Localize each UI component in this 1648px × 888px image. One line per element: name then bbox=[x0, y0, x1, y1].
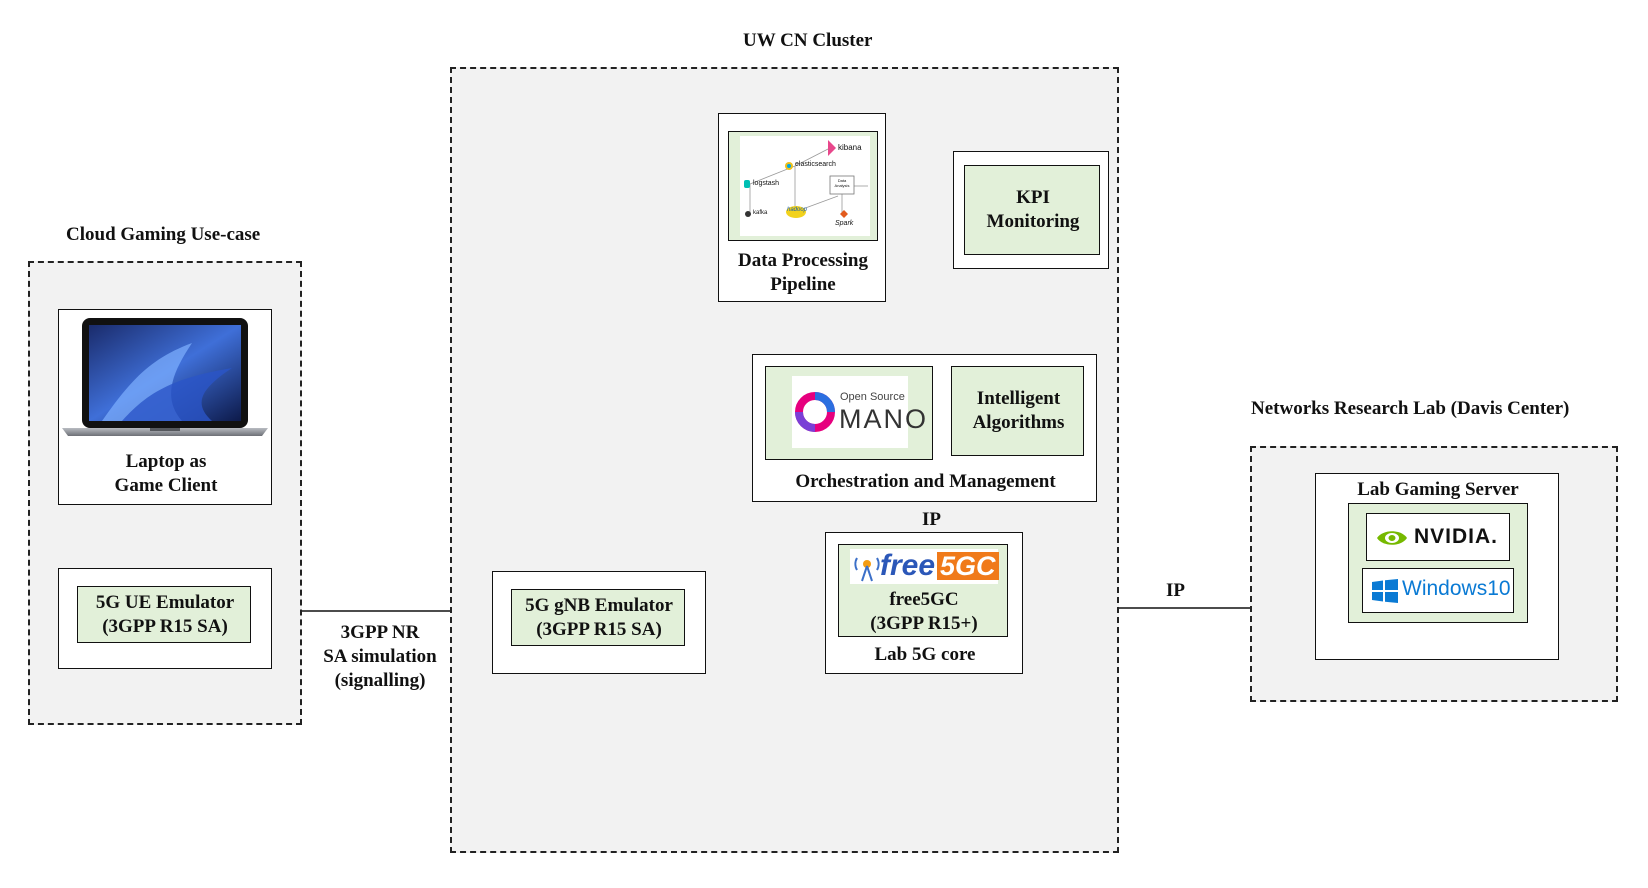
windows-text: Windows10 bbox=[1402, 577, 1511, 600]
algorithms-line1: Intelligent bbox=[976, 388, 1061, 409]
orchestration-box: Open Source MANO Intelligent Algorithms … bbox=[752, 354, 1097, 502]
kpi-box: KPI Monitoring bbox=[953, 151, 1109, 269]
ue-emulator-inner: 5G UE Emulator (3GPP R15 SA) bbox=[77, 586, 251, 643]
ue-emulator-line1: 5G UE Emulator bbox=[95, 592, 235, 613]
kibana-logo: kibana bbox=[838, 143, 862, 152]
mano-logo-tile: Open Source MANO bbox=[792, 376, 926, 448]
pipeline-box: kibana elasticsearch logstash kafka hado… bbox=[718, 113, 886, 302]
pipeline-label-line1: Data Processing bbox=[738, 250, 868, 271]
free5gc-logo-tile: free 5GC bbox=[850, 549, 999, 584]
region-title-uw-cluster: UW CN Cluster bbox=[743, 30, 873, 51]
windows-logo-tile: Windows10 bbox=[1362, 568, 1514, 613]
gnb-emulator-box: 5G gNB Emulator (3GPP R15 SA) bbox=[492, 571, 706, 674]
gnb-emulator-line1: 5G gNB Emulator bbox=[525, 595, 673, 616]
core-inner: free 5GC free5GC (3GPP R15+) bbox=[838, 544, 1008, 637]
algorithms-line2: Algorithms bbox=[972, 412, 1065, 433]
ue-emulator-box: 5G UE Emulator (3GPP R15 SA) bbox=[58, 568, 272, 669]
kpi-label-line2: Monitoring bbox=[986, 211, 1080, 232]
nvidia-text: NVIDIA. bbox=[1414, 525, 1499, 548]
link-label-line3: (signalling) bbox=[334, 670, 426, 691]
ue-emulator-line2: (3GPP R15 SA) bbox=[102, 616, 228, 637]
kpi-inner: KPI Monitoring bbox=[964, 165, 1100, 255]
free5gc-logo-5gc: 5GC bbox=[937, 552, 999, 580]
pipeline-logo-tile: kibana elasticsearch logstash kafka hado… bbox=[740, 136, 870, 236]
region-title-cloud-gaming: Cloud Gaming Use-case bbox=[66, 224, 261, 245]
mano-text: MANO bbox=[839, 404, 928, 434]
laptop-icon bbox=[62, 318, 268, 436]
pipeline-flow-icon bbox=[744, 140, 868, 218]
free5gc-logo-free: free bbox=[880, 549, 936, 582]
laptop-box: Laptop as Game Client bbox=[58, 309, 272, 505]
spark-logo: Spark bbox=[835, 220, 854, 227]
windows-icon bbox=[1372, 579, 1398, 603]
lab-server-box: Lab Gaming Server NVIDIA. Windows10 bbox=[1315, 473, 1559, 660]
core-caption: Lab 5G core bbox=[874, 644, 976, 665]
core-box: free 5GC free5GC (3GPP R15+) Lab 5G core bbox=[825, 532, 1023, 674]
core-line1: free5GC bbox=[889, 589, 959, 610]
kpi-label-line1: KPI bbox=[1016, 187, 1050, 208]
gnb-emulator-inner: 5G gNB Emulator (3GPP R15 SA) bbox=[511, 589, 685, 646]
nvidia-logo-tile: NVIDIA. bbox=[1366, 513, 1510, 561]
lab-server-title: Lab Gaming Server bbox=[1357, 479, 1519, 500]
link-label-line1: 3GPP NR bbox=[340, 622, 420, 643]
elasticsearch-logo: elasticsearch bbox=[795, 161, 836, 168]
pipeline-logo-frame: kibana elasticsearch logstash kafka hado… bbox=[728, 131, 878, 241]
kafka-logo: kafka bbox=[753, 210, 768, 216]
osm-logo-icon bbox=[795, 392, 835, 432]
lab-server-inner: NVIDIA. Windows10 bbox=[1348, 503, 1528, 623]
logstash-logo: logstash bbox=[753, 180, 780, 187]
gnb-emulator-line2: (3GPP R15 SA) bbox=[536, 619, 662, 640]
core-line2: (3GPP R15+) bbox=[870, 613, 978, 634]
nvidia-eye-icon bbox=[1377, 531, 1407, 545]
hadoop-logo: hadoop bbox=[787, 207, 808, 213]
ip-label-horizontal: IP bbox=[1166, 580, 1185, 601]
algorithms-inner: Intelligent Algorithms bbox=[951, 366, 1084, 456]
laptop-label-line2: Game Client bbox=[114, 475, 218, 496]
orchestration-title: Orchestration and Management bbox=[795, 471, 1056, 492]
mano-frame: Open Source MANO bbox=[765, 366, 933, 460]
link-label-line2: SA simulation bbox=[323, 646, 437, 667]
pipeline-label-line2: Pipeline bbox=[770, 274, 836, 295]
region-title-networks-lab: Networks Research Lab (Davis Center) bbox=[1251, 398, 1570, 419]
mano-open-source-text: Open Source bbox=[840, 391, 905, 403]
data-analysis-node: Data Analysis bbox=[834, 178, 850, 188]
free5gc-antenna-icon bbox=[854, 557, 880, 582]
laptop-label-line1: Laptop as bbox=[125, 451, 207, 472]
ip-label-vertical: IP bbox=[922, 509, 941, 530]
